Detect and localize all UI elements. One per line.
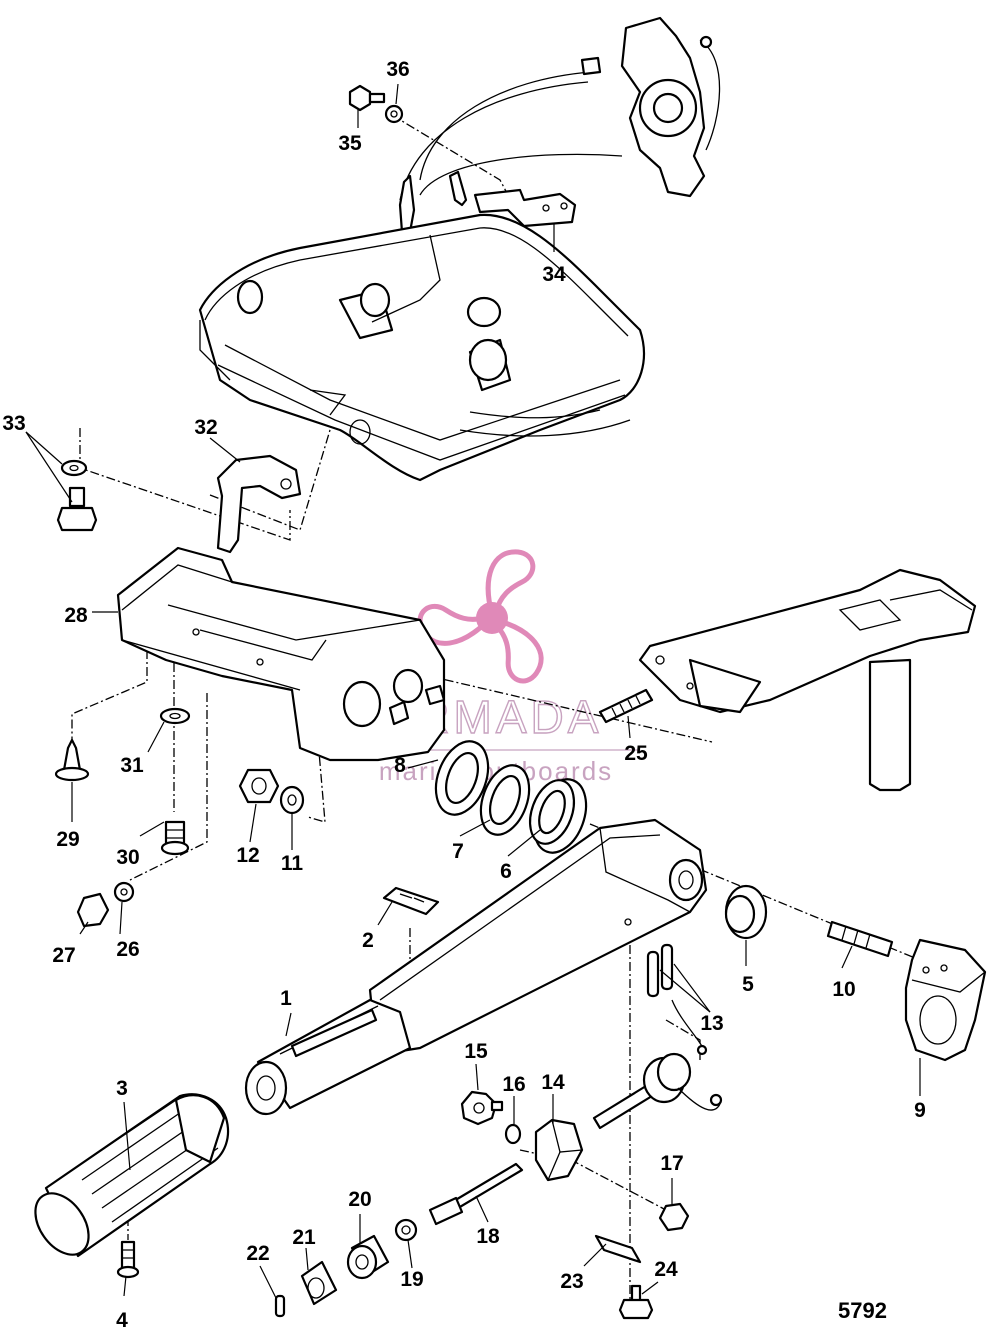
bolt-33	[56, 486, 98, 532]
callout-29: 29	[56, 828, 79, 851]
washer-11	[279, 785, 305, 815]
callout-1: 1	[280, 987, 292, 1010]
callout-22: 22	[246, 1242, 269, 1265]
callout-12: 12	[236, 844, 259, 867]
washer-36	[384, 104, 404, 124]
stud-10	[826, 920, 894, 958]
decal-2	[382, 886, 440, 916]
nut-17	[658, 1202, 690, 1232]
tiller-shaft-1	[244, 998, 412, 1116]
callout-11: 11	[281, 852, 304, 875]
callout-5: 5	[742, 973, 754, 996]
callout-10: 10	[832, 978, 855, 1001]
callout-20: 20	[348, 1188, 371, 1211]
tiller-arm-body	[368, 818, 708, 1054]
block-14	[534, 1118, 584, 1182]
callout-9: 9	[914, 1099, 926, 1122]
callout-17: 17	[660, 1152, 683, 1175]
knob-15	[460, 1090, 504, 1126]
propeller-logo	[417, 549, 544, 684]
callout-32: 32	[194, 416, 217, 439]
washer-16	[504, 1123, 522, 1145]
stud-25	[598, 688, 654, 724]
callout-27: 27	[52, 944, 75, 967]
bushing-5	[724, 884, 768, 940]
sleeve-20	[346, 1234, 390, 1280]
screw-29	[54, 738, 90, 782]
callout-7: 7	[452, 840, 464, 863]
callout-labels: 1 2 3 4 5 6 7 8 9 10 11 12 13 14 15 16 1…	[2, 58, 926, 1330]
washer-31	[159, 707, 191, 725]
callout-30: 30	[116, 846, 139, 869]
screw-4	[116, 1240, 140, 1279]
fitting-21	[300, 1260, 338, 1306]
steering-arm-assembly	[638, 568, 977, 792]
pins-13	[646, 943, 674, 998]
callout-2: 2	[362, 929, 374, 952]
leader-lines	[25, 83, 921, 1299]
callout-3: 3	[116, 1077, 128, 1100]
callout-6: 6	[500, 860, 512, 883]
bolt-35	[348, 84, 386, 112]
washer-33	[60, 459, 88, 477]
callout-36: 36	[386, 58, 409, 81]
callout-13: 13	[700, 1012, 723, 1035]
callout-31: 31	[120, 754, 144, 777]
tiller-bracket-28	[116, 546, 446, 762]
nut-12	[238, 768, 280, 804]
callout-34: 34	[542, 263, 566, 286]
cable-linkage-assembly	[398, 16, 721, 234]
rod-18	[428, 1162, 524, 1226]
callout-26: 26	[116, 938, 139, 961]
callout-23: 23	[560, 1270, 583, 1293]
callout-15: 15	[464, 1040, 488, 1063]
callout-4: 4	[116, 1309, 128, 1330]
callout-33: 33	[2, 412, 25, 435]
callout-28: 28	[64, 604, 88, 627]
screw-30	[160, 820, 190, 856]
callout-24: 24	[654, 1258, 678, 1281]
callout-35: 35	[338, 132, 362, 155]
wave-washer-7	[479, 764, 531, 836]
callout-18: 18	[476, 1225, 500, 1248]
screw-24	[618, 1284, 654, 1320]
shift-bracket-32	[216, 454, 302, 554]
pin-22	[274, 1294, 286, 1318]
callout-8: 8	[394, 754, 406, 777]
callout-21: 21	[292, 1226, 316, 1249]
callout-16: 16	[502, 1073, 525, 1096]
throttle-grip-3	[34, 1093, 230, 1258]
callout-14: 14	[541, 1071, 565, 1094]
throttle-cam-assembly	[592, 999, 723, 1130]
bushing-19	[394, 1218, 418, 1242]
drawing-number: 5792	[838, 1298, 887, 1323]
washer-26	[113, 881, 135, 903]
washer-8	[434, 740, 490, 816]
bushing-6	[528, 778, 588, 854]
nut-27	[76, 892, 110, 928]
clip-23	[594, 1234, 642, 1264]
callout-19: 19	[400, 1268, 423, 1291]
clamp-bracket-frame	[198, 213, 645, 482]
callout-25: 25	[624, 742, 648, 765]
friction-block-9	[904, 938, 987, 1062]
